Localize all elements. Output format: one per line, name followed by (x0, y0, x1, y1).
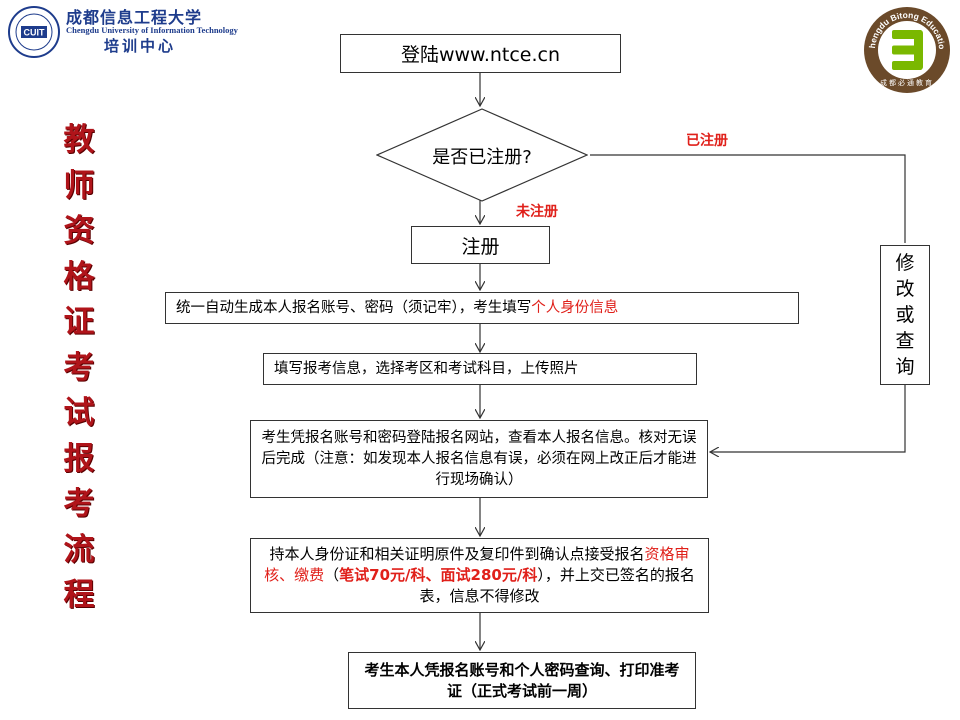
fee-amount-highlight: 笔试70元/科、面试280元/科 (339, 566, 538, 584)
branch-unregistered-label: 未注册 (516, 204, 558, 220)
modify-query-label: 修改或查询 (895, 252, 915, 378)
step-print-admission-box: 考生本人凭报名账号和个人密码查询、打印准考证（正式考试前一周） (348, 652, 696, 709)
decision-label: 是否已注册? (432, 147, 532, 168)
vertical-title: 教师资格证考试报考流程 (63, 122, 95, 613)
step-account-box: 统一自动生成本人报名账号、密码（须记牢），考生填写个人身份信息 (165, 292, 799, 324)
step-account-text-main: 统一自动生成本人报名账号、密码（须记牢），考生填写 (176, 299, 532, 316)
training-center-label: 培训中心 (104, 37, 177, 55)
arrow-registered-to-modify (590, 154, 906, 243)
step-confirm-box: 持本人身份证和相关证明原件及复印件到确认点接受报名资格审核、缴费（笔试70元/科… (250, 538, 709, 613)
personal-identity-info-highlight: 个人身份信息 (531, 299, 619, 316)
bitong-education-logo-icon: Chengdu Bitong Education 成都必通教育 (862, 5, 950, 93)
svg-text:成都必通教育: 成都必通教育 (880, 78, 934, 87)
decision-registered-diamond (376, 108, 588, 202)
qualification-fee-highlight: 资格审核、缴费 (264, 545, 690, 584)
step-fill-info-text: 填写报考信息，选择考区和考试科目，上传照片 (274, 360, 579, 377)
branch-registered-label: 已注册 (686, 133, 728, 149)
step-login-label: 登陆www.ntce.cn (400, 44, 561, 66)
step-check-info-text: 考生凭报名账号和密码登陆报名网站，查看本人报名信息。核对无误后完成（注意：如发现… (261, 429, 697, 488)
step-confirm-text: 持本人身份证和相关证明原件及复印件到确认点接受报名资格审核、缴费（笔试70元/科… (257, 544, 702, 607)
step-print-admission-text: 考生本人凭报名账号和个人密码查询、打印准考证（正式考试前一周） (364, 660, 680, 700)
step-login-box: 登陆www.ntce.cn (340, 34, 621, 73)
step-check-info-box: 考生凭报名账号和密码登陆报名网站，查看本人报名信息。核对无误后完成（注意：如发现… (250, 420, 708, 498)
step-register-box: 注册 (411, 226, 550, 264)
school-name-cn: 成都信息工程大学 (66, 8, 203, 27)
step-confirm-text-a: 持本人身份证和相关证明原件及复印件到确认点接受报名 (269, 545, 645, 563)
step-register-label: 注册 (461, 235, 500, 258)
step-confirm-paren-open: （ (324, 566, 340, 584)
cuit-logo-icon: CUIT (8, 6, 60, 58)
school-name-en: Chengdu University of Information Techno… (66, 25, 238, 35)
step-confirm-text-e: ），并上交已签名的报名表，信息不得修改 (419, 566, 695, 605)
modify-query-box: 修改或查询 (880, 245, 930, 385)
arrow-modify-to-step5 (710, 385, 906, 452)
svg-text:CUIT: CUIT (24, 28, 45, 38)
step-account-text: 统一自动生成本人报名账号、密码（须记牢），考生填写个人身份信息 (176, 298, 618, 319)
step-fill-info-box: 填写报考信息，选择考区和考试科目，上传照片 (263, 353, 697, 385)
